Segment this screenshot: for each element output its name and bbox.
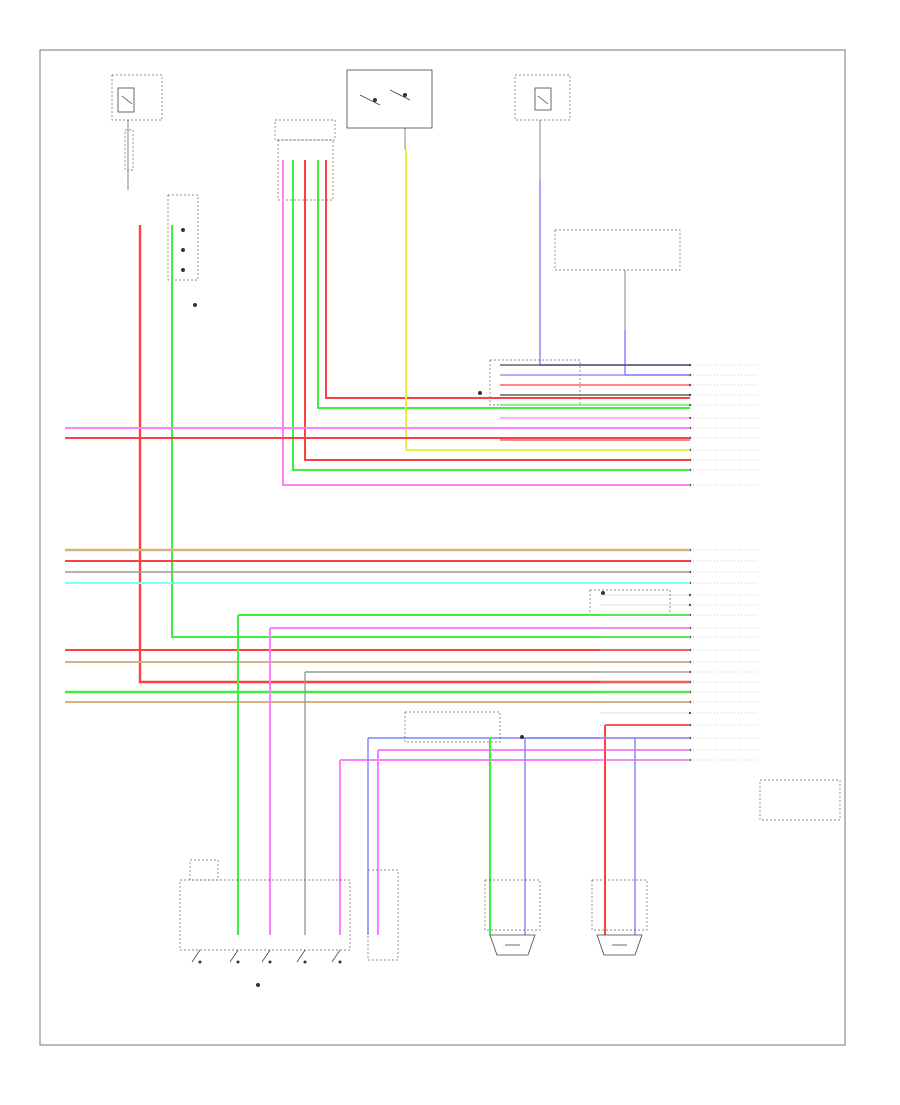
wire-blue-top <box>539 180 690 366</box>
switch-contact <box>303 960 307 964</box>
junction-area-lower <box>589 589 671 616</box>
switch-icon <box>191 949 201 963</box>
top-left-component <box>111 74 163 190</box>
diagram-frame <box>39 49 846 1046</box>
wire-red-1 <box>304 160 690 461</box>
wire-blue-top2 <box>624 330 690 376</box>
left-sensor-connector <box>167 194 199 307</box>
wire-red-2 <box>325 160 690 399</box>
harness-connector-block <box>274 119 336 201</box>
wire-green-2 <box>317 160 690 409</box>
wire-green-1 <box>292 160 690 471</box>
switch-icon <box>296 949 306 963</box>
switch-icon <box>229 949 239 963</box>
switch-icon <box>331 949 341 963</box>
bottom-left-switches <box>179 859 351 987</box>
center-sensor <box>484 879 541 956</box>
top-right-component <box>514 74 571 180</box>
right-note-box <box>759 779 841 821</box>
pcm-connector-terminals <box>688 363 758 762</box>
top-center-relay <box>346 69 433 150</box>
transmission-sensor-box <box>367 869 399 961</box>
wire-green-left <box>171 225 690 638</box>
wire-pink-1 <box>282 160 690 486</box>
right-sensor <box>591 879 648 956</box>
switch-icon <box>261 949 271 963</box>
switch-contact <box>338 960 342 964</box>
switch-contact <box>236 960 240 964</box>
right-top-label-block <box>554 229 681 350</box>
switch-contact <box>198 960 202 964</box>
wire-red-left <box>138 225 690 684</box>
lower-center-bracket <box>404 711 524 743</box>
wire-harness <box>65 150 690 935</box>
switch-contact <box>268 960 272 964</box>
